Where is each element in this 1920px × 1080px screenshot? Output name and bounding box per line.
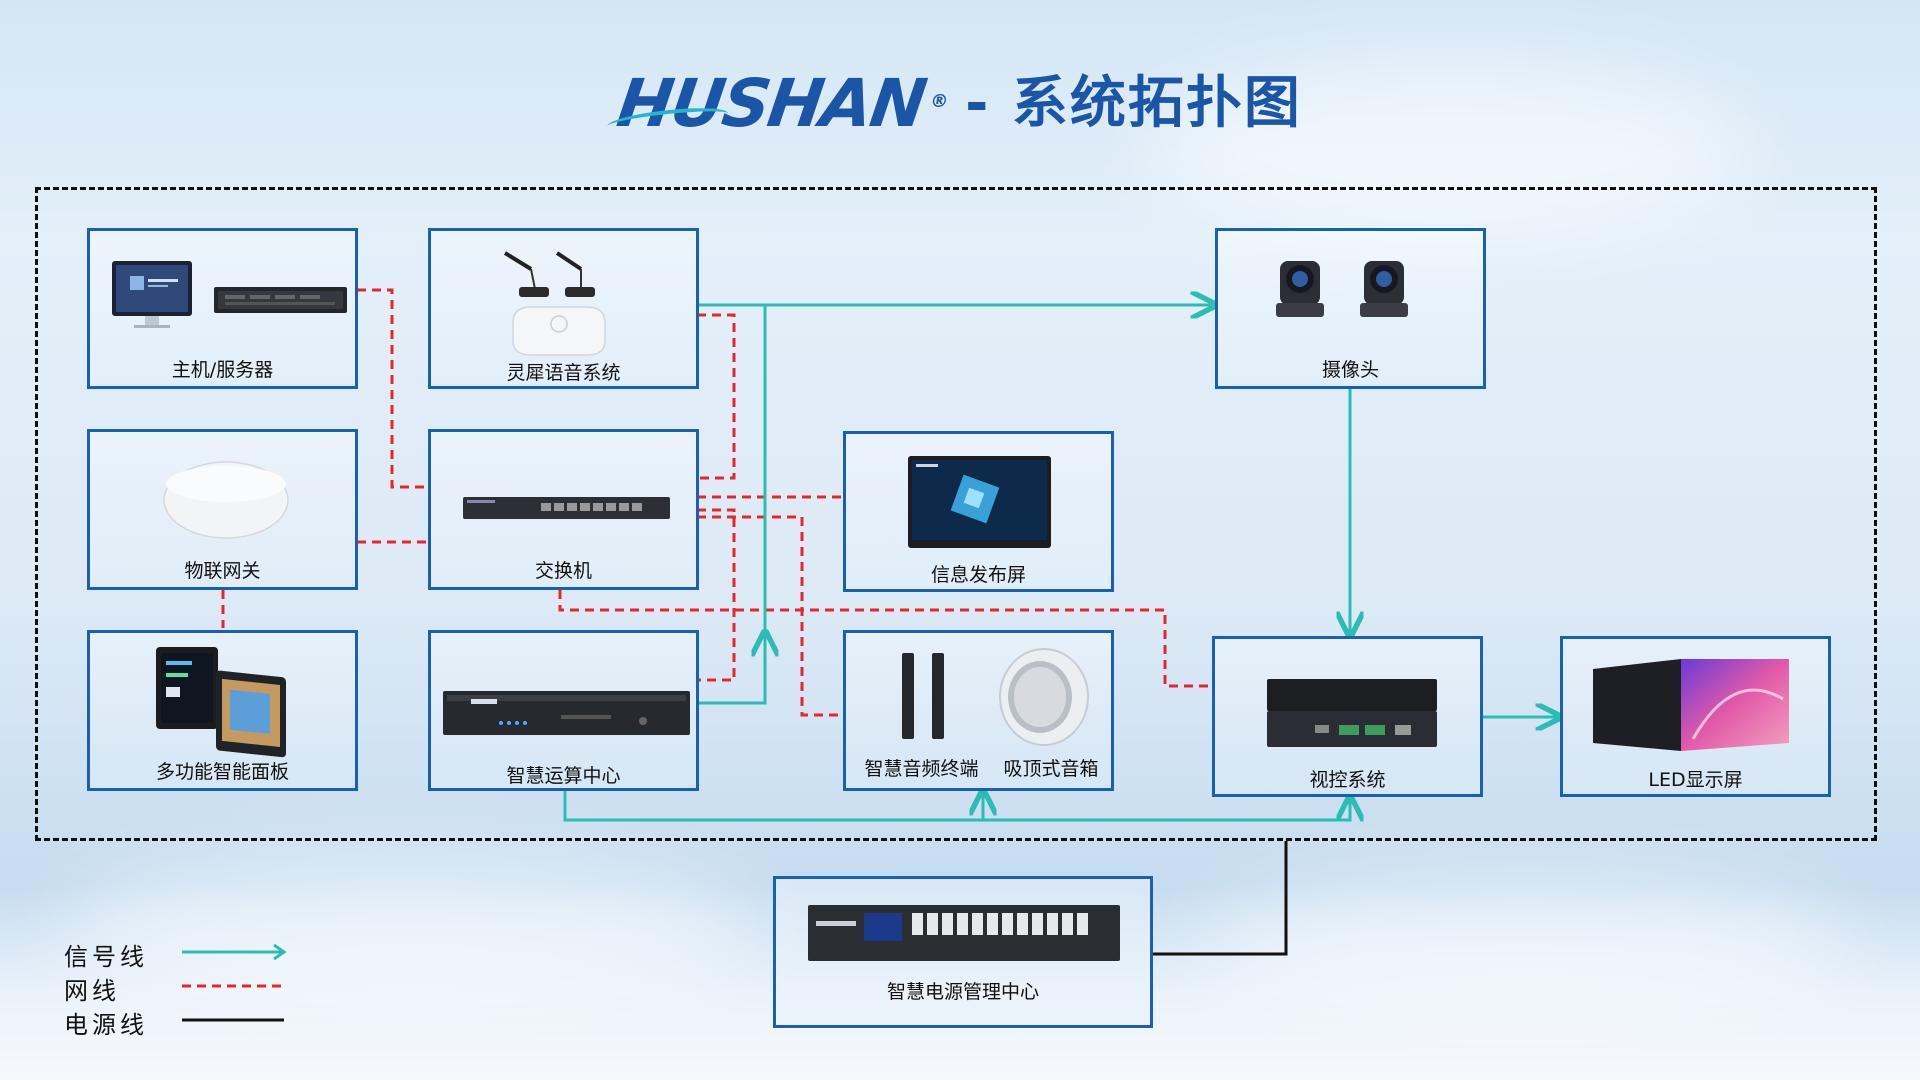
wireless-base-icon — [512, 306, 606, 356]
ptz-camera-icon — [1276, 261, 1324, 317]
sig-ops-bus — [697, 632, 765, 705]
background-cloud — [60, 860, 760, 1000]
legend-power-swatch — [182, 1018, 284, 1022]
legend-power-label: 电源线 — [64, 1011, 148, 1039]
av-controller-icon — [1267, 679, 1437, 747]
power-lines — [1152, 841, 1288, 956]
label-camera: 摄像头 — [1321, 359, 1379, 381]
legend-signal-swatch — [182, 943, 287, 961]
device-mic-system[interactable]: 灵犀语音系统 — [428, 228, 699, 389]
page-title: - 系统拓扑图 — [965, 71, 1302, 136]
device-switch[interactable]: 交换机 — [428, 429, 699, 590]
smart-panel-icon — [156, 647, 286, 758]
monitor-icon — [112, 261, 192, 328]
net-server-switch — [357, 288, 428, 489]
sig-ops-bottom — [563, 790, 1350, 822]
legend-network-swatch — [182, 984, 284, 988]
led-wall-icon — [1593, 659, 1789, 751]
net-switch-ops — [697, 508, 736, 682]
device-led-screen[interactable]: LED显示屏 — [1560, 636, 1831, 797]
device-iot-gateway[interactable]: 物联网关 — [87, 429, 358, 590]
label-host-server: 主机/服务器 — [171, 359, 274, 381]
column-speaker-icon — [902, 653, 944, 739]
device-camera[interactable]: 摄像头 — [1215, 228, 1486, 389]
label-switch: 交换机 — [534, 560, 592, 582]
background-cloud — [1150, 60, 1750, 240]
label-smart-panel: 多功能智能面板 — [155, 761, 289, 783]
device-host-server[interactable]: 主机/服务器 — [87, 228, 358, 389]
device-smart-panel[interactable]: 多功能智能面板 — [87, 630, 358, 791]
label-audio-terminal: 智慧音频终端 — [864, 758, 979, 780]
background-cloud — [1200, 880, 1850, 1010]
legend-network-label: 网线 — [64, 977, 120, 1005]
signal-lines — [563, 305, 1560, 822]
label-led-screen: LED显示屏 — [1648, 769, 1743, 791]
label-mic-system: 灵犀语音系统 — [506, 362, 621, 384]
device-power-center[interactable]: 智慧电源管理中心 — [773, 876, 1153, 1028]
title-bar: HUSHAN ® - 系统拓扑图 — [0, 64, 1920, 144]
network-lines — [221, 288, 1212, 717]
label-ops-center: 智慧运算中心 — [506, 765, 621, 787]
power-distributor-icon — [808, 905, 1120, 961]
label-ceiling-speaker: 吸顶式音箱 — [1003, 758, 1099, 780]
device-audio[interactable]: 智慧音频终端 吸顶式音箱 — [843, 630, 1114, 791]
device-av-system[interactable]: 视控系统 — [1212, 636, 1483, 797]
label-info-screen: 信息发布屏 — [930, 564, 1026, 586]
server-rack-icon — [214, 287, 347, 313]
ptz-camera-icon — [1360, 261, 1408, 317]
device-ops-center[interactable]: 智慧运算中心 — [428, 630, 699, 791]
pwr-center-av — [1152, 841, 1288, 956]
ceiling-speaker-icon — [999, 648, 1089, 746]
computing-server-icon — [443, 691, 690, 735]
label-iot-gateway: 物联网关 — [184, 560, 261, 582]
microphone-icon — [503, 251, 595, 297]
legend-signal-label: 信号线 — [64, 943, 148, 971]
display-screen-icon — [908, 456, 1051, 548]
label-power-center: 智慧电源管理中心 — [886, 981, 1039, 1003]
net-mic-switch — [697, 313, 736, 480]
label-av-system: 视控系统 — [1309, 769, 1386, 791]
system-boundary — [35, 187, 1877, 841]
gateway-icon — [163, 461, 289, 539]
device-info-screen[interactable]: 信息发布屏 — [843, 431, 1114, 592]
net-switch-audio — [697, 515, 843, 717]
switch-icon — [463, 497, 670, 519]
